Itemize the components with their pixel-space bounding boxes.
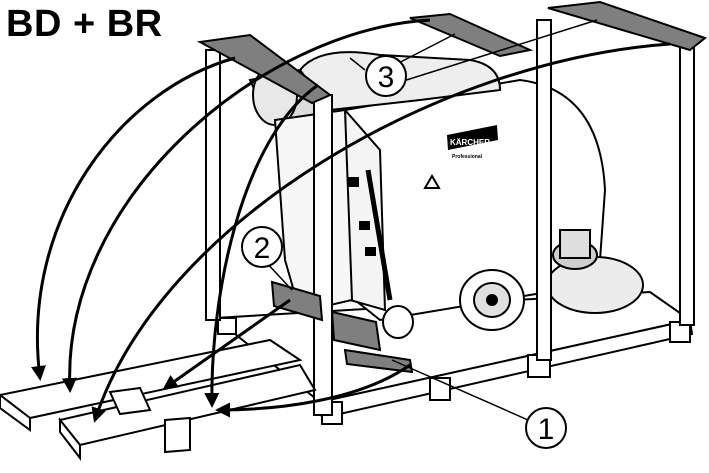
callout-number: 3 xyxy=(378,61,395,94)
callout-circle-icon xyxy=(365,55,407,97)
crate-post-middle xyxy=(536,19,552,361)
crate-post-left xyxy=(205,49,221,321)
arrow-icon xyxy=(204,83,319,408)
callout-number: 1 xyxy=(538,413,555,446)
callout-number: 2 xyxy=(254,232,271,265)
arrow-icon xyxy=(91,42,671,423)
callout-circle-icon xyxy=(525,407,567,449)
callout-1: 1 xyxy=(525,407,567,449)
arrow-icon xyxy=(31,56,236,381)
arrow-icon xyxy=(61,18,431,393)
crate-post-front xyxy=(313,94,333,416)
callout-3: 3 xyxy=(365,55,407,97)
brand-plate: KÄRCHER Professional xyxy=(447,125,498,160)
brand-logo: KÄRCHER xyxy=(450,138,490,147)
arrow-icon xyxy=(162,298,291,390)
blocking-wedges xyxy=(270,280,414,374)
diagram-title: BD + BR xyxy=(6,3,163,45)
brand-sublabel: Professional xyxy=(452,154,483,160)
callout-2: 2 xyxy=(241,226,283,268)
callout-circle-icon xyxy=(241,226,283,268)
ramp-boards xyxy=(0,338,317,461)
crate-post-right xyxy=(679,44,695,326)
crate-frame xyxy=(205,19,695,416)
arrow-icon xyxy=(215,363,411,418)
crate-top-boards xyxy=(196,0,708,105)
movement-arrows xyxy=(31,18,671,423)
